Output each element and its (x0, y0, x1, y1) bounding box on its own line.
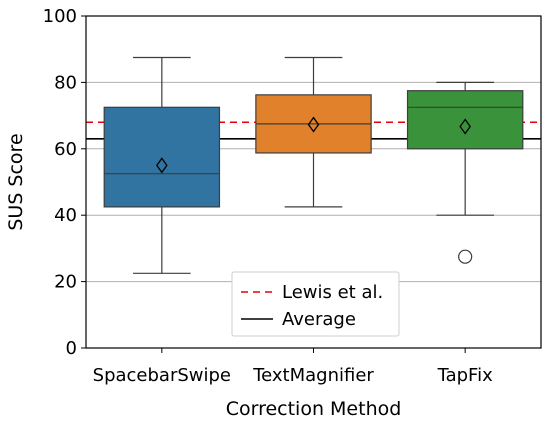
y-tick-label-80: 80 (54, 72, 77, 93)
legend: Lewis et al. Average (231, 271, 400, 337)
y-axis: 0 20 40 60 80 100 (43, 6, 86, 359)
y-tick-label-100: 100 (43, 6, 77, 27)
x-axis-title: Correction Method (226, 398, 402, 420)
y-tick-label-40: 40 (54, 205, 77, 226)
legend-label-1: Average (282, 309, 356, 330)
legend-box (231, 271, 400, 337)
boxes (103, 56, 524, 274)
box-TapFix (406, 81, 524, 264)
outlier-0 (458, 249, 473, 264)
box-iqr (103, 106, 221, 208)
legend-label-0: Lewis et al. (282, 282, 383, 303)
mean-marker (459, 118, 471, 135)
x-tick-label-TapFix: TapFix (437, 365, 494, 386)
x-tick-label-TextMagnifier: TextMagnifier (252, 365, 374, 386)
box-SpacebarSwipe (103, 56, 221, 274)
mean-marker (307, 116, 320, 133)
y-tick-label-0: 0 (66, 338, 77, 359)
box-TextMagnifier (255, 56, 372, 208)
x-axis: SpacebarSwipe TextMagnifier TapFix (93, 348, 493, 386)
x-tick-label-SpacebarSwipe: SpacebarSwipe (93, 365, 231, 386)
y-tick-label-60: 60 (54, 139, 77, 160)
y-axis-title: SUS Score (5, 133, 27, 230)
mean-marker (156, 157, 168, 174)
y-tick-label-20: 20 (54, 272, 77, 293)
